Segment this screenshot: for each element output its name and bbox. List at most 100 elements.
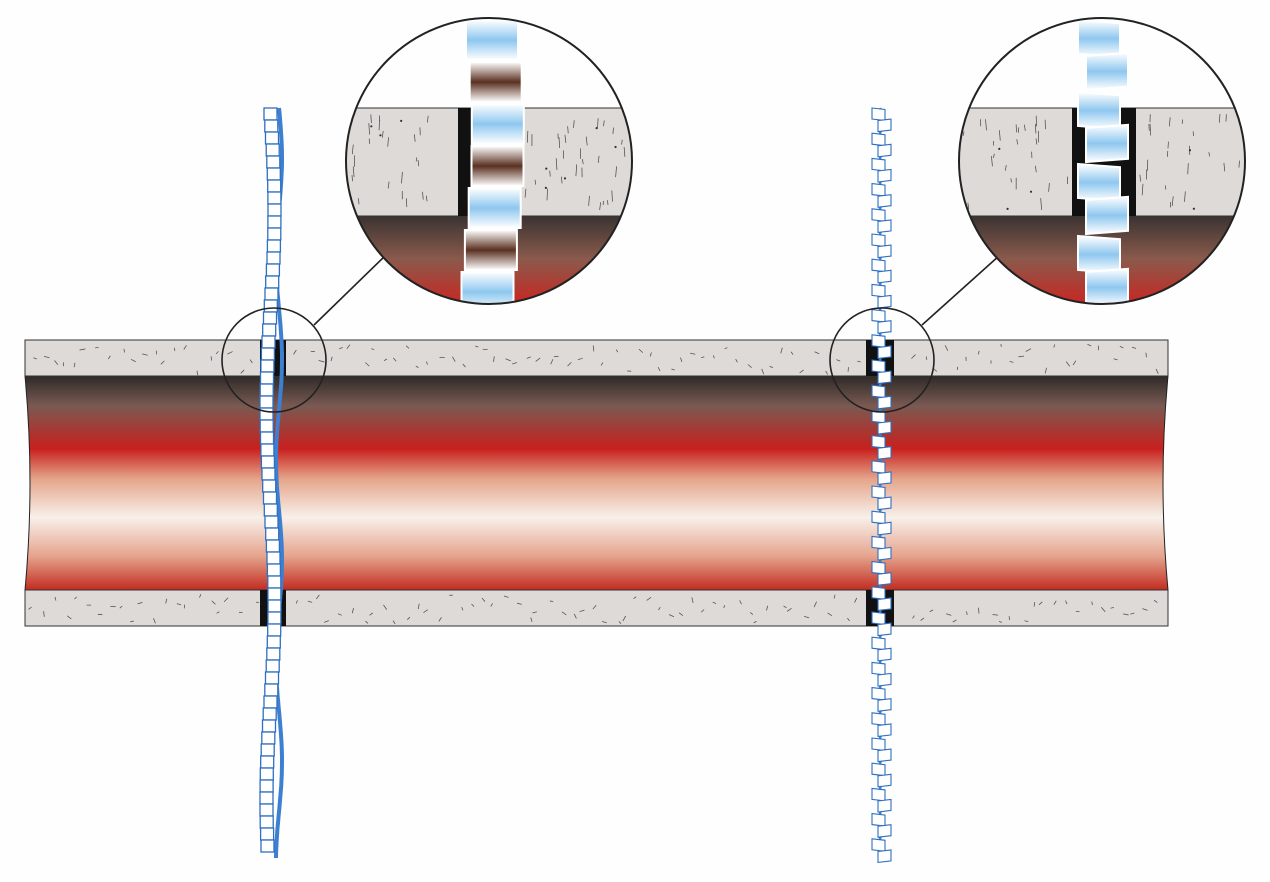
detail-segment [470,103,525,145]
wall-speckle [622,615,627,622]
detail-texture [1171,196,1174,206]
detail-texture [405,198,408,208]
detail-texture [588,195,590,206]
wall-speckle [346,344,351,349]
wall-speckle [505,358,511,362]
wall-speckle [952,619,957,623]
crossing-segment [266,155,281,169]
detail-texture [526,130,529,143]
wall-speckle [749,612,754,615]
wall-speckle [1155,368,1159,374]
wall-speckle [393,357,397,362]
crossing-segment [261,467,276,481]
wall-speckle [601,621,607,624]
detail-segment [460,271,515,304]
detail-texture [1181,119,1184,124]
wall-speckle [1033,602,1036,607]
wall-speckle [657,367,661,372]
wall-speckle [691,597,694,604]
crossing-segment [266,635,281,649]
crossing-segment [871,233,886,248]
crossing-segment [260,455,276,469]
crossing-segment [264,131,280,145]
detail-texture [351,144,354,155]
wall-speckle [471,603,475,607]
wall-speckle [415,365,419,368]
wall-speckle [786,607,792,612]
wall-speckle [1009,360,1014,363]
crossing-segment [877,446,892,460]
wall-speckle [998,620,1003,623]
crossing-segment [264,515,279,529]
detail-texture [351,175,353,182]
wall-speckle [481,597,486,602]
crossing-segment [260,443,275,457]
crossing-segment [877,118,892,133]
wall-texture [28,343,1159,625]
wall-speckle [406,616,411,620]
crossing-segment [259,815,274,829]
wall-speckle [33,357,37,360]
wall-speckle [137,602,143,605]
crossing-segment [265,143,280,157]
wall-speckle [978,607,980,614]
crossing-segment [871,661,886,676]
wall-speckle [854,597,858,603]
detail-texture [534,179,536,185]
detail-texture [417,160,420,167]
detail-texture [401,171,403,184]
crossing-segment [877,572,892,586]
crossing-segment [267,587,282,601]
crossing-segment [871,485,886,500]
detail-segment [1085,123,1129,164]
wall-speckle [215,351,219,355]
wall-speckle [804,615,810,619]
crossing-segment [871,838,886,852]
wall-speckle [43,611,45,617]
wall-speckle [369,612,374,616]
crossing-segment [263,503,278,517]
wall-speckle [223,597,229,603]
detail-texture [563,177,567,180]
wall-speckle [530,617,533,622]
wall-speckle [780,347,783,354]
crossing-segment [259,371,275,385]
detail-texture [1141,183,1144,196]
detail-texture [585,136,588,146]
wall-speckle [383,604,388,610]
wall-speckle [977,350,980,355]
crossing-segment [266,239,282,253]
crossing-segment [260,347,276,361]
wall-speckle [761,368,765,375]
crossing-segment [265,275,280,289]
crossing-segment [877,294,892,309]
detail-texture [1139,174,1142,182]
crossing-segment [259,767,274,781]
wall-speckle [73,362,76,368]
crossing-segment [877,219,892,234]
pipe-body [24,375,1169,591]
wall-speckle [735,358,738,363]
wall-speckle [337,613,342,616]
leader-line-right [921,254,1001,326]
wall-speckle [1131,346,1137,349]
detail-texture [991,156,993,167]
wall-speckle [293,349,297,355]
detail-texture [611,190,613,202]
detail-segment [465,19,519,61]
detail-texture [379,134,382,137]
crossing-segment [260,743,275,757]
crossing-segment [263,299,278,313]
crossing-segment [259,827,275,841]
wall-speckle [769,366,774,368]
crossing-segment [262,311,278,325]
crossing-segment [877,496,892,511]
detail-segment [1077,90,1121,131]
wall-speckle [532,611,537,614]
crossing-segment [877,420,892,435]
crossing-segment [262,323,277,337]
rigid-segmented-crossing [259,107,284,859]
wall-speckle [700,609,705,613]
detail-texture [546,188,548,201]
